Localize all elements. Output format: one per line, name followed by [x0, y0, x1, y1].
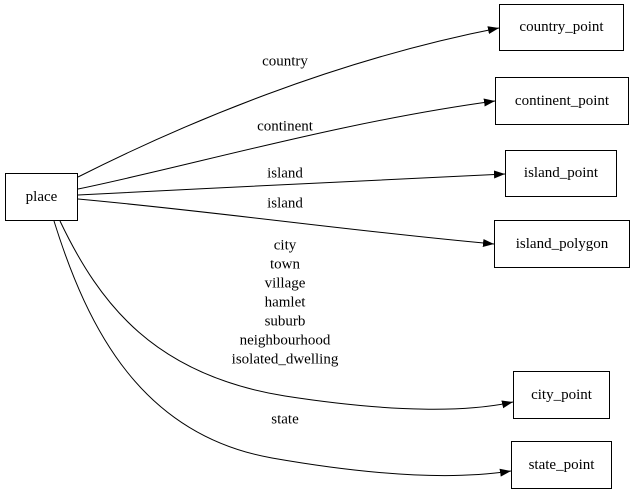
edge-label-line: suburb: [264, 313, 306, 330]
edge-place-to-country_point: [77, 26, 500, 178]
node-place: place: [5, 173, 78, 221]
edge-label-line: isolated_dwelling: [231, 351, 339, 368]
edge-label-line: city: [273, 237, 297, 254]
node-island_polygon: island_polygon: [494, 220, 630, 268]
node-label-island_polygon: island_polygon: [515, 235, 609, 252]
edge-label-line: village: [264, 275, 306, 292]
edge-place-to-state_point: [53, 220, 512, 477]
edge-label-line: country: [262, 53, 308, 70]
edge-label-place-to-continent_point: continent: [257, 118, 313, 137]
node-label-continent_point: continent_point: [514, 92, 610, 109]
node-island_point: island_point: [505, 150, 617, 197]
edge-label-place-to-state_point: state: [271, 411, 299, 430]
node-continent_point: continent_point: [495, 77, 629, 125]
node-label-state_point: state_point: [528, 456, 595, 473]
node-label-place: place: [25, 188, 58, 205]
edge-label-line: town: [270, 256, 300, 273]
edge-place-to-continent_point: [77, 98, 496, 190]
node-state_point: state_point: [511, 441, 612, 489]
edge-place-to-city_point: [59, 220, 514, 410]
edge-place-to-island_polygon: [77, 198, 495, 247]
edge-label-line: neighbourhood: [239, 332, 331, 349]
node-city_point: city_point: [513, 371, 610, 419]
edge-label-place-to-island_polygon: island: [267, 195, 303, 214]
node-label-island_point: island_point: [523, 165, 599, 181]
edge-label-line: island: [267, 165, 303, 182]
edge-label-place-to-city_point: city town village hamlet suburb neighbourhood…: [232, 237, 339, 370]
node-label-city_point: city_point: [531, 386, 592, 403]
edge-label-line: continent: [257, 118, 313, 135]
edge-label-line: hamlet: [264, 294, 306, 311]
node-label-country_point: country_point: [519, 19, 604, 35]
edge-label-line: island: [267, 195, 303, 212]
edge-label-place-to-island_point: island: [267, 165, 303, 184]
node-country_point: country_point: [499, 4, 624, 51]
edge-place-to-island_point: [77, 170, 506, 196]
edge-label-place-to-country_point: country: [262, 53, 308, 72]
edge-label-line: state: [271, 411, 299, 428]
